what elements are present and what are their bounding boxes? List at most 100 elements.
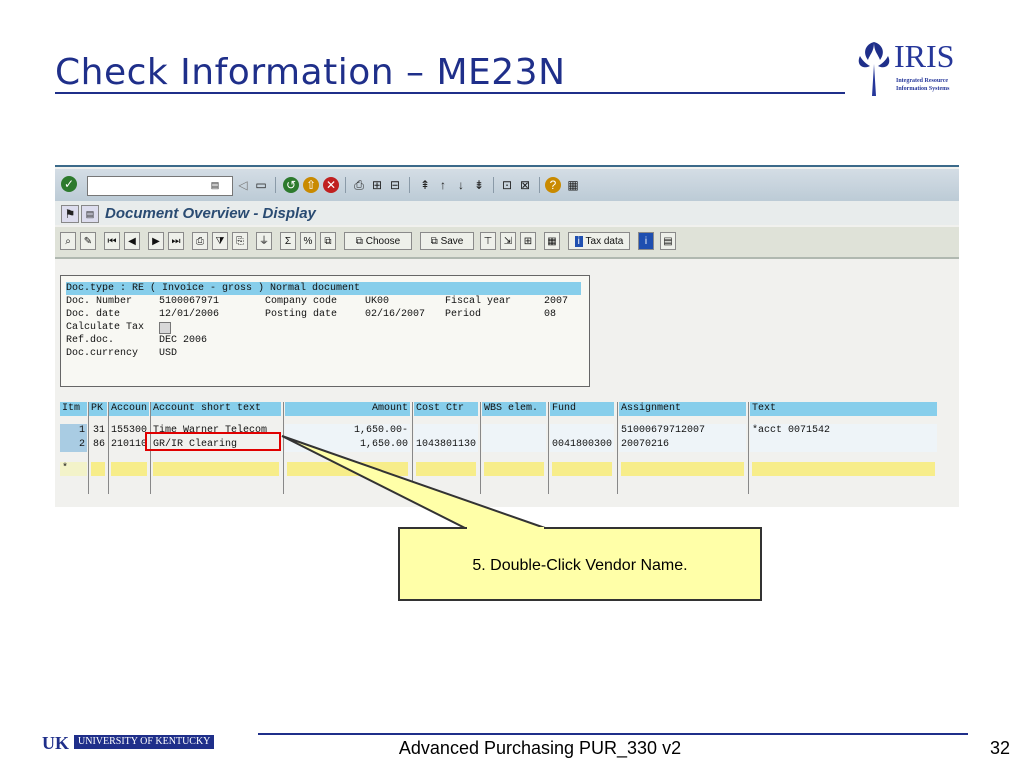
- sap-title-bar: [55, 201, 959, 225]
- fiscal-year-value: 2007: [544, 296, 569, 307]
- print-icon[interactable]: ⎙: [354, 178, 364, 192]
- cell-cost-center: [414, 424, 478, 438]
- posting-date-label: Posting date: [265, 309, 338, 320]
- col-header-fund[interactable]: Fund: [550, 402, 614, 416]
- command-field[interactable]: [87, 176, 233, 196]
- company-code-value: UK00: [365, 296, 390, 307]
- page-number: 32: [989, 738, 1010, 758]
- first-item-icon[interactable]: ⏮: [104, 232, 120, 250]
- col-header-wbs[interactable]: WBS elem.: [482, 402, 546, 416]
- footer-course-title: Advanced Purchasing PUR_330 v2: [398, 738, 682, 758]
- find-next-icon[interactable]: ⊟: [389, 178, 401, 192]
- document-header-panel: Doc.type : RE ( Invoice - gross ) Normal…: [60, 275, 590, 387]
- previous-item-icon[interactable]: ◀: [124, 232, 140, 250]
- cell-account-text-vendor[interactable]: Time Warner Telecom: [153, 425, 268, 436]
- subtotal-icon[interactable]: %: [300, 232, 316, 250]
- posting-date-value: 02/16/2007: [365, 309, 426, 320]
- enter-check-icon[interactable]: ✓: [61, 176, 77, 192]
- next-item-icon[interactable]: ▶: [148, 232, 164, 250]
- cell-pk: 86: [92, 439, 105, 450]
- first-page-icon[interactable]: ⇞: [419, 178, 431, 192]
- fiscal-year-label: Fiscal year: [445, 296, 512, 307]
- uk-name: UNIVERSITY OF KENTUCKY: [74, 735, 215, 749]
- layout-menu-icon[interactable]: ▦: [567, 178, 579, 192]
- cell-assignment: 51000679712007: [619, 424, 746, 438]
- spreadsheet-icon[interactable]: ⊞: [520, 232, 536, 250]
- help-icon[interactable]: ?: [545, 177, 561, 193]
- col-header-pk[interactable]: PK: [89, 402, 107, 416]
- cell-account: 210110: [111, 439, 148, 450]
- back-green-icon[interactable]: ↺: [283, 177, 299, 193]
- select-layout-icon[interactable]: ⊤: [480, 232, 496, 250]
- cancel-red-icon[interactable]: ✕: [323, 177, 339, 193]
- vendor-highlight-box: [145, 432, 281, 451]
- export-icon[interactable]: ⇲: [500, 232, 516, 250]
- find-icon[interactable]: ⊞: [371, 178, 383, 192]
- last-page-icon[interactable]: ⇟: [473, 178, 485, 192]
- col-header-text[interactable]: Text: [750, 402, 937, 416]
- services-object-icon[interactable]: ⚑: [61, 205, 79, 223]
- command-dropdown-icon[interactable]: ▤: [210, 180, 220, 190]
- cell-text: *acct 0071542: [750, 424, 937, 438]
- last-item-icon[interactable]: ⏭: [168, 232, 184, 250]
- display-change-icon[interactable]: ⌕: [60, 232, 76, 250]
- choose-button[interactable]: ⧉ Choose: [344, 232, 412, 250]
- sum-icon[interactable]: Σ: [280, 232, 296, 250]
- doc-type-line: Doc.type : RE ( Invoice - gross ) Normal…: [66, 282, 581, 295]
- new-session-icon[interactable]: ⊡: [501, 178, 513, 192]
- cell-itm: 2: [60, 438, 87, 452]
- layout-icon[interactable]: ⧉: [320, 232, 336, 250]
- col-header-assignment[interactable]: Assignment: [619, 402, 746, 416]
- cell-fund: [550, 424, 614, 438]
- cell-pk: 31: [92, 425, 105, 436]
- save-layout-button[interactable]: ⧉ Save: [420, 232, 474, 250]
- cell-text: [750, 438, 937, 452]
- edit-pencil-icon[interactable]: ✎: [80, 232, 96, 250]
- back-arrow-icon[interactable]: ◁: [238, 178, 248, 192]
- shortcut-icon[interactable]: ⊠: [519, 178, 531, 192]
- col-header-account-text[interactable]: Account short text: [151, 402, 281, 416]
- doc-number-value: 5100067971: [159, 296, 220, 307]
- line-items-table: Itm PK Accoun Account short text Amount …: [60, 402, 940, 497]
- col-header-account[interactable]: Accoun: [109, 402, 149, 416]
- print-preview-icon[interactable]: ⎙: [192, 232, 208, 250]
- cell-account-text[interactable]: GR/IR Clearing: [153, 439, 238, 450]
- cell-cost-center: 1043801130: [414, 438, 478, 452]
- cell-itm: 1: [60, 424, 87, 438]
- object-menu-icon[interactable]: ▤: [81, 205, 99, 223]
- period-value: 08: [544, 309, 557, 320]
- print-list-icon[interactable]: ⎘: [232, 232, 248, 250]
- iris-subtitle-1: Integrated Resource: [896, 78, 949, 84]
- document-icon[interactable]: ▤: [660, 232, 676, 250]
- period-label: Period: [445, 309, 482, 320]
- filter-icon[interactable]: ⧩: [212, 232, 228, 250]
- next-page-icon[interactable]: ↓: [458, 178, 464, 192]
- calculate-tax-checkbox[interactable]: [159, 322, 171, 334]
- previous-page-icon[interactable]: ↑: [440, 178, 446, 192]
- iris-subtitle-2: Information Systems: [896, 86, 950, 92]
- cell-wbs: [482, 438, 546, 452]
- info-icon[interactable]: i: [638, 232, 654, 250]
- uk-logo: UK UNIVERSITY OF KENTUCKY: [42, 733, 250, 753]
- sap-application-toolbar: ⌕ ✎ ⏮ ◀ ▶ ⏭ ⎙ ⧩ ⎘ ⏚ Σ % ⧉ ⧉ Choose ⧉ Sav…: [55, 227, 959, 259]
- save-disk-icon[interactable]: ▭: [255, 178, 267, 192]
- cell-amount: 1,650.00-: [285, 424, 410, 438]
- sap-window: ✓ ▤ ◁ ▭ ↺ ⇧ ✕ ⎙ ⊞ ⊟ ⇞ ↑ ↓ ⇟ ⊡ ⊠ ? ▦ ⚑ ▤ …: [55, 165, 959, 507]
- ref-doc-value: DEC 2006: [159, 335, 208, 346]
- col-header-cost-center[interactable]: Cost Ctr: [414, 402, 478, 416]
- col-header-itm[interactable]: Itm: [60, 402, 87, 416]
- exit-yellow-icon[interactable]: ⇧: [303, 177, 319, 193]
- calculator-icon[interactable]: ▦: [544, 232, 560, 250]
- tax-data-button[interactable]: i Tax data: [568, 232, 630, 250]
- currency-label: Doc.currency: [66, 348, 139, 359]
- company-code-label: Company code: [265, 296, 338, 307]
- set-filter-icon[interactable]: ⏚: [256, 232, 272, 250]
- uk-monogram: UK: [42, 733, 69, 753]
- cell-wbs: [482, 424, 546, 438]
- iris-flower-icon: [858, 42, 890, 96]
- col-header-amount[interactable]: Amount: [285, 402, 410, 416]
- cell-fund: 0041800300: [550, 438, 614, 452]
- currency-value: USD: [159, 348, 178, 359]
- iris-wordmark: IRIS: [894, 38, 955, 74]
